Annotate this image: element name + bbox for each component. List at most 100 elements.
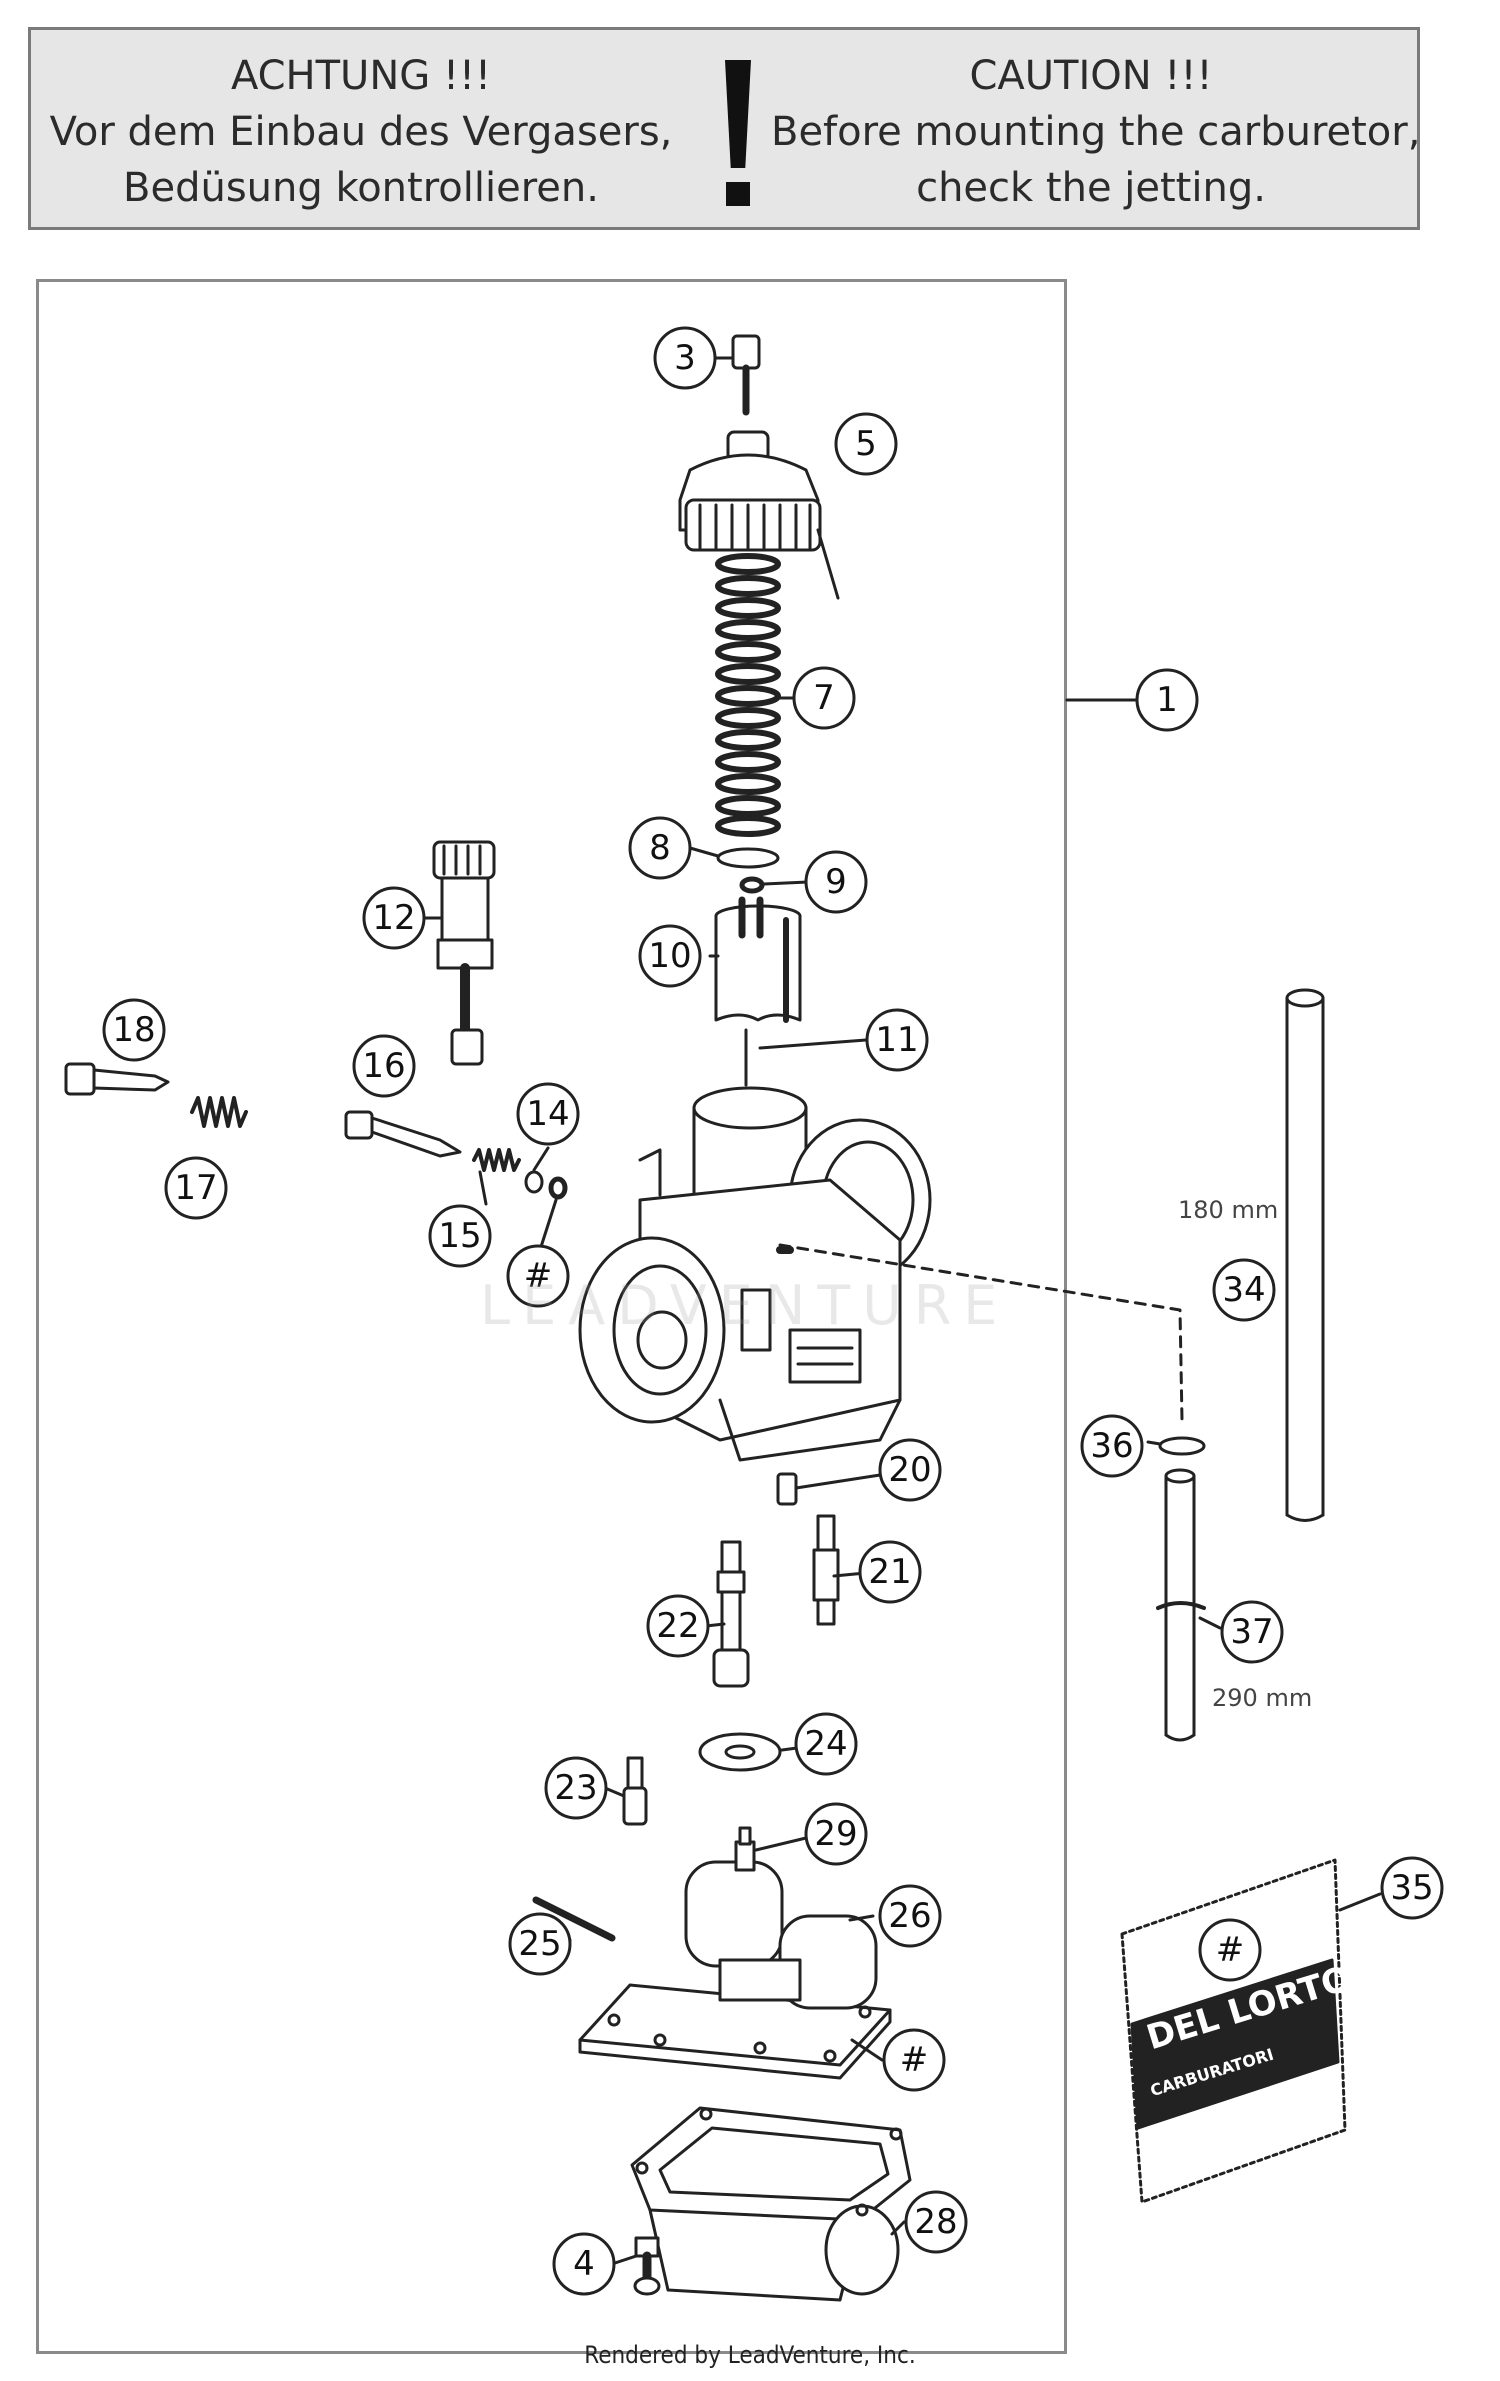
part-16-idle-screw bbox=[344, 1110, 462, 1158]
part-14-washer bbox=[524, 1170, 544, 1194]
callout-circle-14 bbox=[516, 1082, 580, 1146]
part-3-screw bbox=[731, 334, 761, 416]
callout-circle-4 bbox=[552, 2232, 616, 2296]
callout-22: 22 bbox=[656, 1606, 700, 1646]
callout-10: 10 bbox=[648, 936, 692, 976]
callout-circle-29 bbox=[804, 1802, 868, 1866]
callout-4: 4 bbox=[573, 2244, 595, 2284]
leader-11 bbox=[758, 1038, 868, 1050]
part-34-hose bbox=[1285, 988, 1325, 1522]
callout-circle-16 bbox=[352, 1034, 416, 1098]
leader-5 bbox=[816, 528, 840, 600]
part-28-float-bowl bbox=[630, 2106, 912, 2302]
callout-circle-9 bbox=[804, 850, 868, 914]
callout-circle-28 bbox=[904, 2190, 968, 2254]
callout-hash-2: # bbox=[899, 2040, 929, 2080]
callout-14: 14 bbox=[526, 1094, 570, 1134]
leader-29 bbox=[754, 1836, 808, 1852]
callout-circle-10 bbox=[638, 924, 702, 988]
callout-circle-18 bbox=[102, 998, 166, 1062]
part-36-clamp bbox=[1158, 1436, 1206, 1456]
callout-21: 21 bbox=[868, 1552, 912, 1592]
callout-circle-hash-1 bbox=[506, 1244, 570, 1308]
caution-english-title: CAUTION !!! bbox=[969, 53, 1213, 99]
leader-36 bbox=[1146, 1440, 1162, 1446]
part-9-clip bbox=[739, 876, 765, 894]
leader-14 bbox=[532, 1146, 550, 1172]
callout-16: 16 bbox=[362, 1046, 406, 1086]
exclamation-icon bbox=[721, 60, 755, 210]
callout-circle-23 bbox=[544, 1756, 608, 1820]
part-4-screw bbox=[633, 2236, 661, 2296]
part-7-spring bbox=[715, 553, 781, 837]
callout-circle-20 bbox=[878, 1438, 942, 1502]
leader-15 bbox=[478, 1170, 488, 1206]
callout-11: 11 bbox=[875, 1020, 919, 1060]
callout-circle-11 bbox=[865, 1008, 929, 1072]
callout-24: 24 bbox=[804, 1724, 848, 1764]
callout-8: 8 bbox=[649, 828, 671, 868]
part-15-spring bbox=[472, 1148, 521, 1172]
part-26-float bbox=[578, 1826, 892, 2080]
callout-36: 36 bbox=[1090, 1426, 1134, 1466]
part-22-atomizer bbox=[712, 1540, 750, 1688]
callout-34: 34 bbox=[1222, 1270, 1266, 1310]
callout-3: 3 bbox=[674, 338, 696, 378]
part-35-jet-kit bbox=[1120, 1858, 1382, 2204]
callout-circle-22 bbox=[646, 1594, 710, 1658]
caution-german-line-2: Bedüsung kontrollieren. bbox=[123, 165, 599, 211]
callout-12: 12 bbox=[372, 898, 416, 938]
part-21-needle-jet bbox=[812, 1514, 840, 1626]
callout-28: 28 bbox=[914, 2202, 958, 2242]
callout-29: 29 bbox=[814, 1814, 858, 1854]
caution-german-title: ACHTUNG !!! bbox=[230, 53, 492, 99]
callout-circle-7 bbox=[792, 666, 856, 730]
leader-hash-1 bbox=[538, 1198, 558, 1252]
callout-7: 7 bbox=[813, 678, 835, 718]
part-37-hose bbox=[1156, 1468, 1206, 1742]
part-20-jet bbox=[776, 1472, 882, 1506]
callout-circle-37 bbox=[1220, 1600, 1284, 1664]
callout-circle-36 bbox=[1080, 1414, 1144, 1478]
callout-9: 9 bbox=[825, 862, 847, 902]
callout-35: 35 bbox=[1390, 1868, 1434, 1908]
callout-circle-24 bbox=[794, 1712, 858, 1776]
leader-8 bbox=[688, 846, 720, 858]
callout-circle-26 bbox=[878, 1884, 942, 1948]
leader-23 bbox=[603, 1786, 626, 1798]
part-8-washer bbox=[716, 847, 780, 869]
callout-circle-hash-2 bbox=[882, 2028, 946, 2092]
callout-23: 23 bbox=[554, 1768, 598, 1808]
callout-circle-8 bbox=[628, 816, 692, 880]
callout-circle-15 bbox=[428, 1204, 492, 1268]
callout-26: 26 bbox=[888, 1896, 932, 1936]
caution-banner: ACHTUNG !!! Vor dem Einbau des Vergasers… bbox=[28, 27, 1420, 230]
part-18-screw bbox=[64, 1062, 170, 1096]
callout-circle-17 bbox=[164, 1156, 228, 1220]
caution-english: CAUTION !!! Before mounting the carburet… bbox=[771, 48, 1420, 216]
leader-26 bbox=[848, 1914, 875, 1922]
callout-circle-34 bbox=[1212, 1258, 1276, 1322]
carburetor-body bbox=[578, 1086, 932, 1462]
caution-german-line-1: Vor dem Einbau des Vergasers, bbox=[49, 109, 673, 155]
callout-20: 20 bbox=[888, 1450, 932, 1490]
callout-circle-1 bbox=[1135, 668, 1199, 732]
caution-english-line-2: check the jetting. bbox=[916, 165, 1266, 211]
part-12-choke bbox=[432, 840, 496, 1066]
part-25-pin bbox=[532, 1896, 616, 1942]
callout-circle-25 bbox=[508, 1912, 572, 1976]
callout-5: 5 bbox=[855, 424, 877, 464]
part-10-slide bbox=[714, 896, 802, 1023]
callout-hash-3: # bbox=[1215, 1930, 1245, 1970]
part-17-spring bbox=[190, 1096, 248, 1128]
leader-28 bbox=[890, 2220, 906, 2236]
leader-37 bbox=[1198, 1616, 1222, 1630]
caution-german: ACHTUNG !!! Vor dem Einbau des Vergasers… bbox=[41, 48, 681, 216]
leader-4 bbox=[610, 2254, 638, 2266]
callout-circle-21 bbox=[858, 1540, 922, 1604]
callout-1: 1 bbox=[1156, 680, 1178, 720]
footer-credit: Rendered by LeadVenture, Inc. bbox=[584, 2341, 916, 2369]
part-24-washer bbox=[698, 1732, 782, 1772]
o-ring-part bbox=[548, 1176, 568, 1200]
callout-18: 18 bbox=[112, 1010, 156, 1050]
